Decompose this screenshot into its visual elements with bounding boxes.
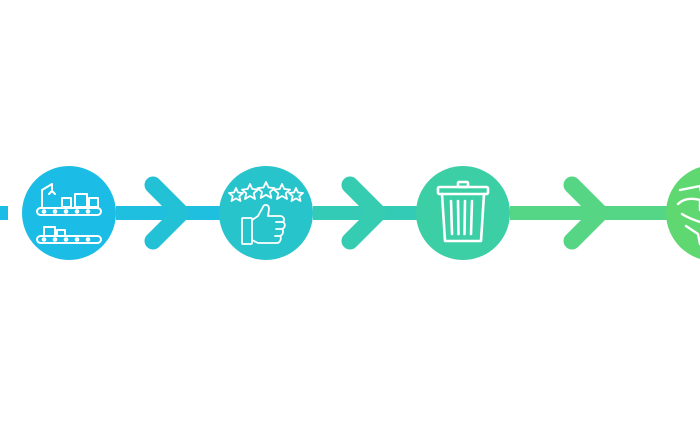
star-icon [256, 181, 276, 199]
chevron-arrow-icon [341, 176, 387, 250]
conveyor-factory-icon [36, 183, 102, 244]
star-icon [241, 183, 259, 200]
flow-line-segment-1 [116, 206, 220, 220]
flow-line-start [0, 206, 8, 220]
trash-can-icon [436, 180, 490, 243]
step-recycle [666, 167, 700, 259]
step-production [22, 166, 116, 260]
star-icon [228, 187, 244, 202]
chevron-arrow-icon [563, 176, 609, 250]
flow-line-segment-2 [313, 206, 417, 220]
chevron-arrow-icon [144, 176, 190, 250]
star-icon [288, 187, 304, 202]
step-review [219, 166, 313, 260]
step-disposal [416, 166, 510, 260]
thumbs-up-five-stars-icon [228, 181, 304, 245]
star-icon [273, 183, 291, 200]
